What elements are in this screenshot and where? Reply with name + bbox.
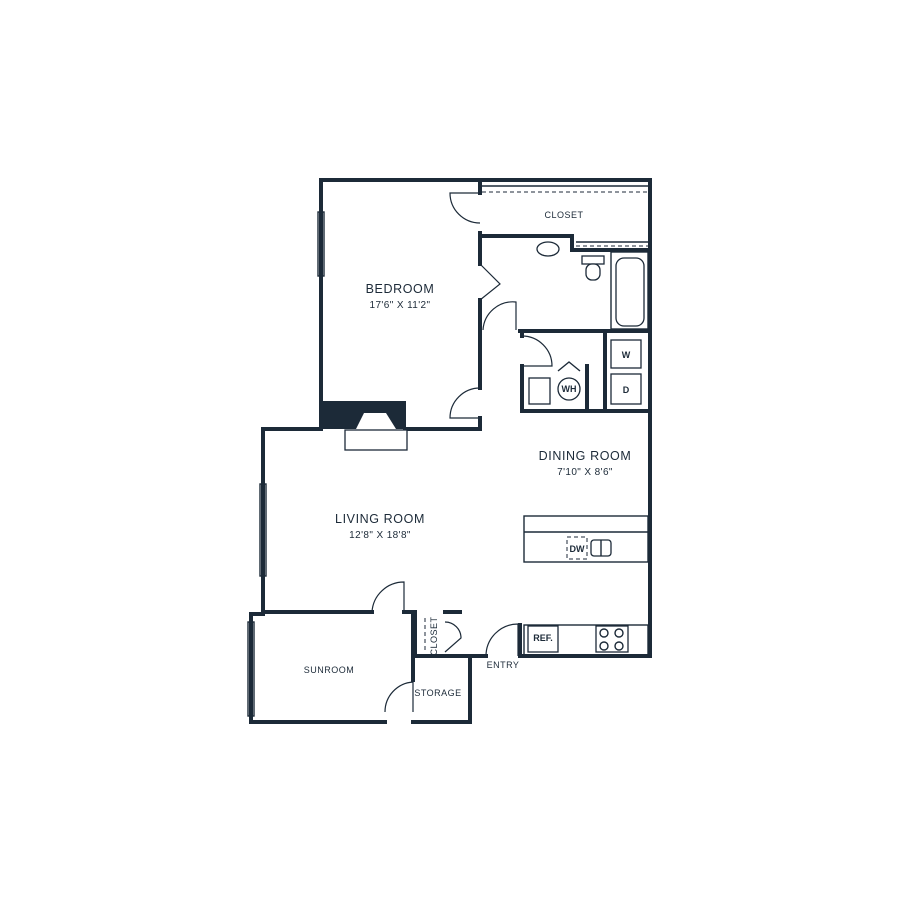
entry-closet-label: CLOSET: [429, 616, 439, 655]
refrigerator-label: REF.: [533, 633, 553, 643]
bathroom-fixtures: [536, 241, 649, 330]
storage-label: STORAGE: [414, 688, 461, 698]
fireplace: [321, 401, 408, 451]
windows: [247, 211, 325, 717]
closet-top-label: CLOSET: [544, 210, 583, 220]
water-heater-icon: [557, 377, 581, 401]
living-room-label: LIVING ROOM: [335, 512, 425, 526]
dryer-label: D: [623, 385, 630, 395]
interior-walls: [261, 178, 652, 682]
dishwasher-label: DW: [570, 544, 585, 554]
living-room-dims: 12'8" X 18'8": [349, 530, 411, 541]
refrigerator-icon: [527, 625, 559, 653]
sink-icon: [536, 241, 560, 257]
entry-label: ENTRY: [487, 660, 520, 670]
dining-room-label: DINING ROOM: [539, 449, 632, 463]
bedroom-dims: 17'6" X 11'2": [370, 300, 431, 311]
labels: CLOSET BEDROOM 17'6" X 11'2" W D WH DINI…: [304, 210, 632, 698]
laundry-fixtures: [528, 339, 642, 405]
bedroom-label: BEDROOM: [366, 282, 435, 296]
washer-label: W: [622, 350, 631, 360]
kitchen: [523, 515, 649, 656]
toilet-tank-icon: [581, 255, 605, 265]
doors: [371, 192, 553, 713]
bathtub-icon: [615, 257, 645, 327]
toilet-bowl-icon: [585, 263, 601, 281]
closet-shelves: [424, 185, 648, 652]
water-heater-label: WH: [562, 384, 577, 394]
sunroom-label: SUNROOM: [304, 665, 355, 675]
dining-room-dims: 7'10" X 8'6": [557, 467, 613, 478]
